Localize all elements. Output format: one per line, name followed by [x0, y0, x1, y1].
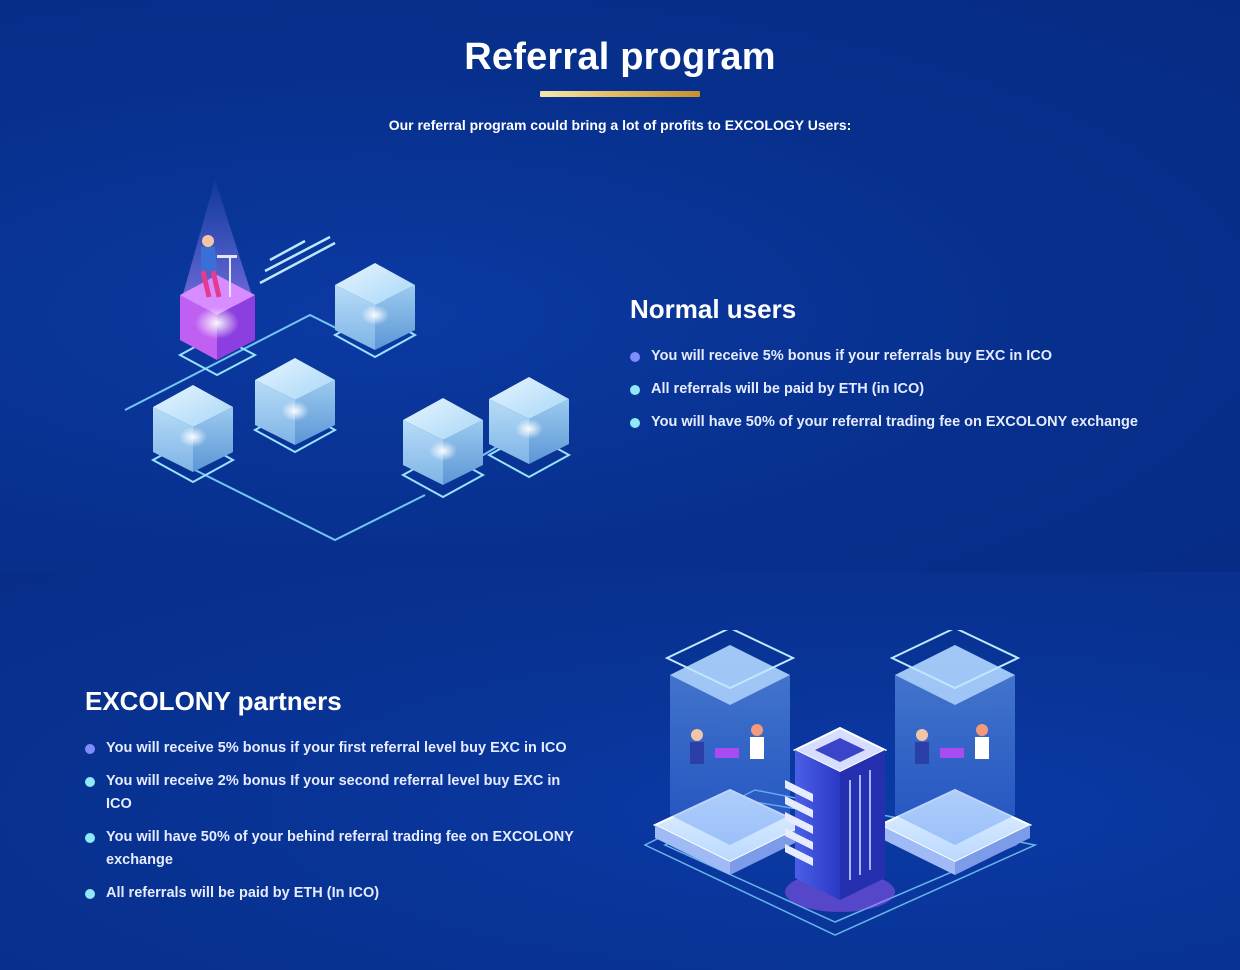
bullet-dot-icon [85, 744, 95, 754]
list-item: You will receive 2% bonus If your second… [85, 770, 575, 816]
page-subtitle: Our referral program could bring a lot o… [388, 117, 852, 133]
list-item: All referrals will be paid by ETH (In IC… [85, 882, 575, 905]
normal-users-list: You will receive 5% bonus if your referr… [630, 345, 1190, 434]
cube-network-illustration [124, 180, 572, 542]
bullet-dot-icon [630, 418, 640, 428]
list-item: All referrals will be paid by ETH (in IC… [630, 378, 1190, 401]
list-item: You will receive 5% bonus if your first … [85, 737, 575, 760]
normal-users-title: Normal users [630, 294, 797, 324]
title-underline [540, 91, 700, 97]
list-item: You will have 50% of your behind referra… [85, 826, 575, 872]
page-title: Referral program [464, 36, 776, 78]
list-item: You will receive 5% bonus if your referr… [630, 345, 1190, 368]
bullet-dot-icon [85, 777, 95, 787]
bullet-dot-icon [85, 889, 95, 899]
bullet-dot-icon [630, 352, 640, 362]
bullet-dot-icon [85, 833, 95, 843]
bottom-section-background [0, 572, 1240, 970]
partners-list: You will receive 5% bonus if your first … [85, 737, 575, 905]
partners-title: EXCOLONY partners [85, 686, 342, 716]
server-towers-illustration [643, 630, 1038, 936]
list-item: You will have 50% of your referral tradi… [630, 411, 1190, 434]
bullet-dot-icon [630, 385, 640, 395]
